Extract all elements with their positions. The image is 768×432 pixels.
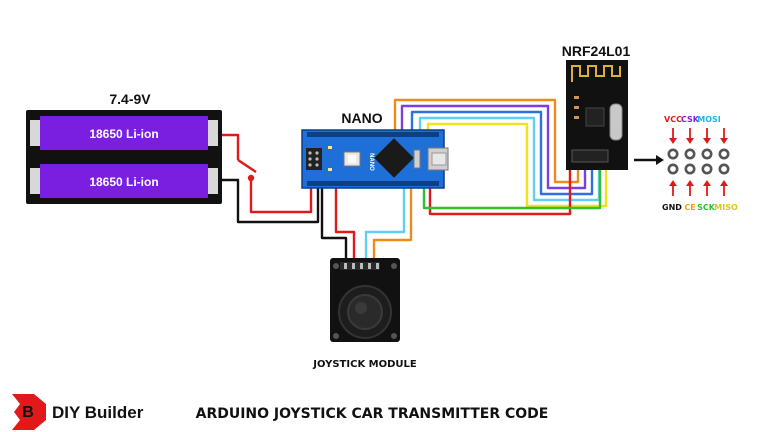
nrf-pinout: VCC CSK MOSI GND CE SCK MISO	[634, 115, 738, 212]
wire-switch-to-vin	[249, 178, 313, 214]
switch-lever	[237, 159, 257, 173]
brand-logo-icon	[12, 394, 46, 430]
pinout-arrow-head	[656, 155, 664, 165]
battery-cell-1	[40, 116, 208, 150]
switch-contact	[247, 174, 255, 182]
nrf-antenna-trace	[571, 65, 621, 82]
wire-battery-negative	[222, 178, 320, 224]
nrf-pin-header	[571, 149, 609, 163]
wire-joystick-gnd	[320, 188, 348, 262]
nrf-chip	[585, 107, 605, 127]
battery-cell-2-end	[30, 168, 40, 194]
battery-pack: 7.4-9V 18650 Li-ion 18650 Li-ion	[26, 91, 222, 204]
nano-pin-row-bottom	[307, 181, 439, 186]
wire-joystick-5v	[334, 188, 356, 262]
pinout-label-ce: CE	[684, 203, 695, 212]
pinout-down-arrows	[669, 128, 728, 144]
arduino-nano: NANO NANO	[301, 110, 449, 189]
brand-name: DIY Builder	[52, 403, 144, 422]
nano-pin-row-top	[307, 132, 439, 137]
wire-battery-positive	[222, 133, 240, 160]
wire-nrf-blue	[410, 110, 594, 196]
pinout-label-miso: MISO	[714, 203, 738, 212]
wire-nrf-green	[422, 162, 602, 210]
pinout-pin-grid	[667, 148, 730, 175]
battery-voltage-label: 7.4-9V	[109, 91, 151, 107]
joystick-mount-hole	[333, 263, 339, 269]
wires	[222, 98, 608, 262]
battery-cell-1-label: 18650 Li-ion	[89, 127, 158, 141]
pinout-label-mosi: MOSI	[697, 115, 721, 124]
battery-cell-2-tip	[208, 168, 218, 194]
wire-joystick-vry	[372, 188, 413, 262]
brand: B DIY Builder	[12, 394, 144, 430]
nano-microcontroller-chip	[374, 138, 414, 178]
battery-cell-1-end	[30, 120, 40, 146]
nano-led	[328, 168, 332, 171]
battery-cell-2-label: 18650 Li-ion	[89, 175, 158, 189]
wire-nrf-yellow	[426, 122, 608, 208]
nano-label: NANO	[341, 110, 382, 126]
wire-nrf-red	[428, 160, 572, 216]
joystick-mount-hole	[333, 333, 339, 339]
nrf-label: NRF24L01	[562, 43, 631, 59]
brand-logo-letter: B	[22, 404, 34, 421]
power-switch	[237, 159, 257, 182]
nano-board-label: NANO	[368, 153, 374, 171]
joystick-module: JOYSTICK MODULE	[312, 258, 417, 370]
nrf24l01-module: NRF24L01	[562, 43, 631, 170]
nano-led	[328, 146, 332, 149]
joystick-mount-hole	[391, 263, 397, 269]
joystick-mount-hole	[391, 333, 397, 339]
pinout-label-sck: SCK	[697, 203, 716, 212]
nano-crystal	[413, 149, 421, 169]
battery-cell-2	[40, 164, 208, 198]
nano-icsp-header	[306, 148, 322, 170]
pinout-up-arrows	[669, 180, 728, 196]
footer-title: ARDUINO JOYSTICK CAR TRANSMITTER CODE	[196, 406, 549, 422]
wire-nrf-purple	[400, 104, 587, 190]
joystick-pin-header	[340, 262, 380, 270]
joystick-label: JOYSTICK MODULE	[312, 359, 417, 370]
pinout-label-gnd: GND	[662, 203, 682, 212]
wire-nrf-orange	[393, 98, 580, 184]
nrf-crystal	[609, 103, 623, 141]
pinout-label-vcc: VCC	[664, 115, 682, 124]
wire-joystick-vrx	[364, 188, 406, 262]
pinout-label-csk: CSK	[681, 115, 700, 124]
battery-cell-1-tip	[208, 120, 218, 146]
